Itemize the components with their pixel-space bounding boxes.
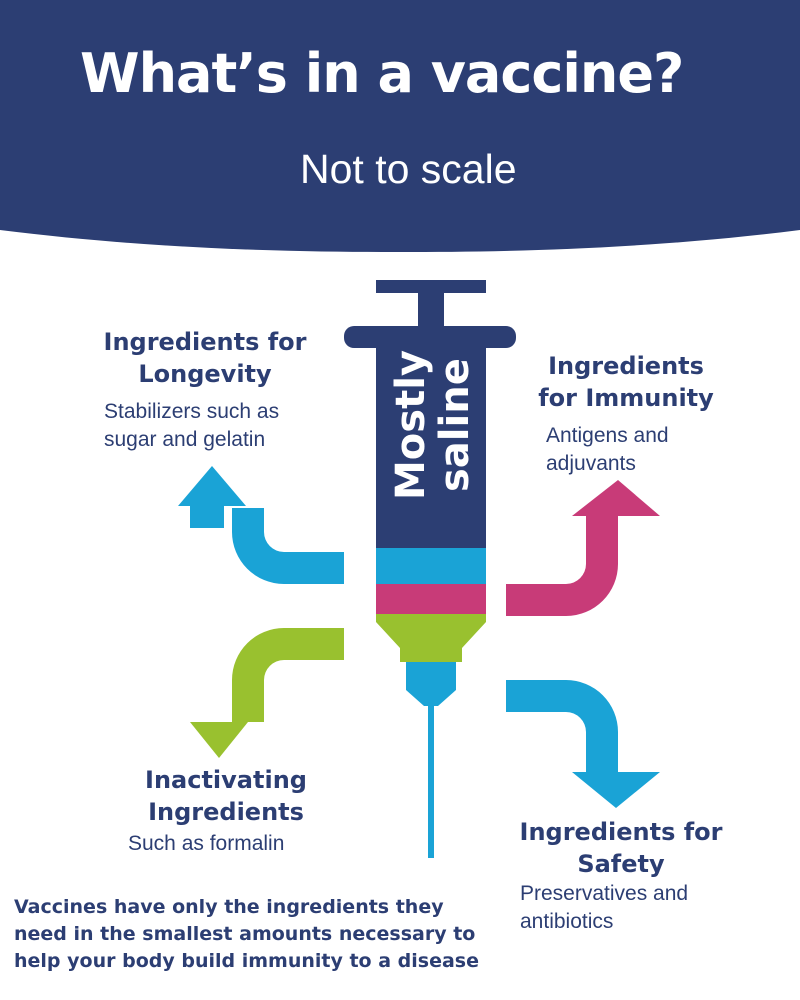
category-title-line: Ingredients [548,352,704,380]
category-title-line: Longevity [138,360,272,388]
header-banner [0,0,800,252]
category-title-line: Ingredients for [519,818,723,846]
page-title: What’s in a vaccine? [80,42,684,105]
category-desc-immunity: Antigens and adjuvants [546,422,669,478]
category-title-line: Safety [577,850,665,878]
syringe-label-line2: saline [432,358,478,492]
category-title-inactivating: Inactivating Ingredients [136,764,316,828]
category-title-line: Ingredients for [103,328,307,356]
category-desc-line: Antigens and [546,424,669,447]
category-title-safety: Ingredients for Safety [512,816,730,880]
category-title-immunity: Ingredients for Immunity [536,350,716,414]
category-desc-safety: Preservatives and antibiotics [520,880,688,936]
arrow-longevity-shape [178,466,344,584]
syringe-needle [428,704,434,858]
arrow-inactivating-shape [190,628,344,758]
footer-line: help your body build immunity to a disea… [14,950,479,972]
category-desc-line: sugar and gelatin [104,428,266,451]
category-desc-line: Stabilizers such as [104,400,280,423]
category-desc-inactivating: Such as formalin [128,830,284,858]
syringe [344,280,516,858]
syringe-tip-green [376,614,486,662]
category-desc-line: Such as formalin [128,832,285,855]
category-desc-line: adjuvants [546,452,636,475]
category-title-line: Ingredients [148,798,304,826]
syringe-hub-blue [406,662,456,706]
page-subtitle: Not to scale [300,146,517,192]
syringe-barrel [376,342,486,548]
arrow-safety-shape [506,680,660,808]
syringe-band-magenta [376,584,486,614]
arrow-immunity-shape [506,480,660,616]
syringe-band-blue [376,548,486,584]
category-desc-longevity: Stabilizers such as sugar and gelatin [104,398,279,454]
footer-note: Vaccines have only the ingredients they … [14,894,479,975]
category-desc-line: antibiotics [520,910,614,933]
category-title-line: for Immunity [538,384,714,412]
syringe-plunger-top [376,280,486,293]
syringe-plunger-rod [418,290,444,330]
category-title-longevity: Ingredients for Longevity [96,326,314,390]
syringe-label-line1: Mostly [388,350,434,500]
footer-line: Vaccines have only the ingredients they [14,896,444,918]
category-desc-line: Preservatives and [520,882,689,905]
category-title-line: Inactivating [145,766,307,794]
footer-line: need in the smallest amounts necessary t… [14,923,476,945]
